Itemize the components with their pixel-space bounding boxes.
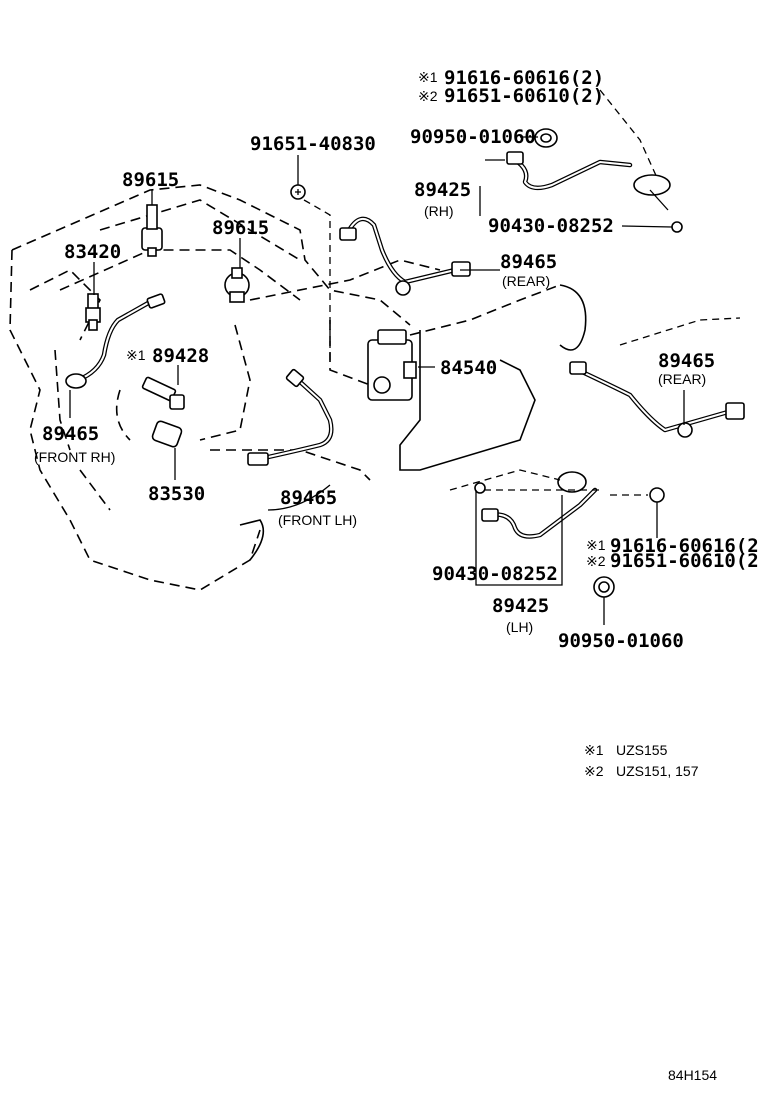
label-89428: 89428 <box>152 345 209 367</box>
sensor-83420[interactable] <box>85 293 101 331</box>
diagram-id: 84H154 <box>668 1067 717 1083</box>
label-89465-rear-top: 89465 <box>500 251 557 273</box>
label-90950-01060-top: 90950-01060 <box>410 126 536 148</box>
label-91616-60616-top: 91616-60616(2) <box>444 67 604 89</box>
label-91616-60616-right: 91616-60616(2 <box>610 535 759 557</box>
oxygen-sensor-rear-right[interactable] <box>569 361 745 438</box>
sensor-83530[interactable] <box>151 420 183 448</box>
label-90430-08252-top: 90430-08252 <box>488 215 614 237</box>
mark1-89428: ※1 <box>126 347 146 363</box>
label-rear-top: (REAR) <box>502 273 550 289</box>
note-2-mark: ※2 <box>584 763 604 779</box>
footnotes: ※1 UZS155 ※2 UZS151, 157 <box>584 742 699 779</box>
label-rear-right: (REAR) <box>658 371 706 387</box>
bolt-91616-60616-right[interactable] <box>649 487 665 503</box>
sensor-89428[interactable] <box>141 376 185 410</box>
mark1-top: ※1 <box>418 69 438 85</box>
nut-90430-08252-top[interactable] <box>671 221 683 233</box>
throttle-body-84540[interactable] <box>367 329 417 401</box>
mark2-right: ※2 <box>586 553 606 569</box>
label-91651-60610-top: 91651-60610(2) <box>444 85 604 107</box>
label-rh: (RH) <box>424 203 454 219</box>
sensor-89615-left[interactable] <box>141 204 163 257</box>
label-91651-40830: 91651-40830 <box>250 133 376 155</box>
oxygen-sensor-rear-upper[interactable] <box>339 216 471 296</box>
label-lh: (LH) <box>506 619 533 635</box>
bolt-91651-40830[interactable] <box>290 184 306 200</box>
gasket-90950-01060-bottom[interactable] <box>593 576 615 598</box>
label-83420: 83420 <box>64 241 121 263</box>
label-89615-right: 89615 <box>212 217 269 239</box>
oxygen-sensor-89425-lh[interactable] <box>481 471 598 539</box>
nut-90430-08252-bottom[interactable] <box>474 482 486 494</box>
sensor-89615-right[interactable] <box>224 267 250 303</box>
label-83530: 83530 <box>148 483 205 505</box>
label-90430-08252-bottom: 90430-08252 <box>432 563 558 585</box>
label-89615-left: 89615 <box>122 169 179 191</box>
note-2-text: UZS151, 157 <box>616 763 699 779</box>
leader-lines <box>69 89 741 625</box>
label-84540: 84540 <box>440 357 497 379</box>
label-89465-rear-right: 89465 <box>658 350 715 372</box>
mark2-top: ※2 <box>418 88 438 104</box>
oxygen-sensor-89425-rh[interactable] <box>506 151 671 211</box>
label-89465-front-lh: 89465 <box>280 487 337 509</box>
label-90950-01060-bottom: 90950-01060 <box>558 630 684 652</box>
label-89425-rh: 89425 <box>414 179 471 201</box>
label-89465-front-rh: 89465 <box>42 423 99 445</box>
engine-outline <box>9 184 587 591</box>
label-front-rh: (FRONT RH) <box>34 449 115 465</box>
part-labels: ※1 91616-60616(2) ※2 91651-60610(2) 9095… <box>34 67 759 652</box>
note-1-text: UZS155 <box>616 742 668 758</box>
mark1-right: ※1 <box>586 537 606 553</box>
label-91651-60610-right: 91651-60610(2 <box>610 550 759 572</box>
oxygen-sensor-front-rh[interactable] <box>65 293 166 389</box>
oxygen-sensor-front-lh[interactable] <box>247 368 334 466</box>
gasket-90950-01060-top[interactable] <box>534 128 558 148</box>
note-1-mark: ※1 <box>584 742 604 758</box>
label-front-lh: (FRONT LH) <box>278 512 357 528</box>
label-89425-lh: 89425 <box>492 595 549 617</box>
